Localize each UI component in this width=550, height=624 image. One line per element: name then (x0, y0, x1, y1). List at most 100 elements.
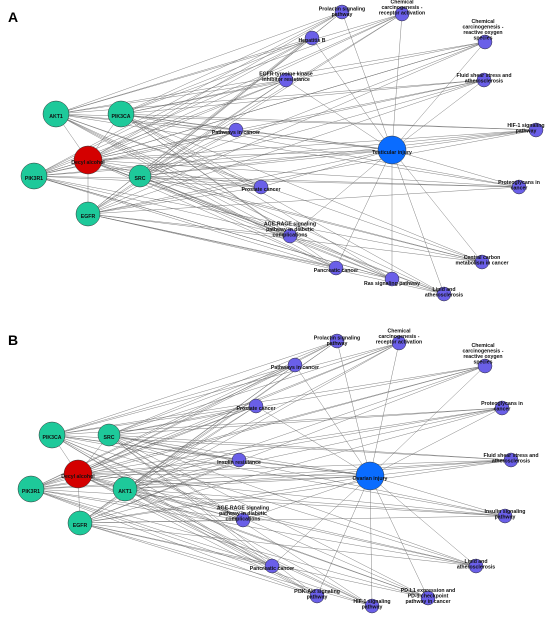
panel-a-pathway-node-pancreatic-cancer (328, 260, 344, 276)
panel-a-edge-1 (87, 13, 403, 161)
panel-a-edge-72 (139, 175, 520, 188)
panel-a-gene-node-src (128, 164, 152, 188)
panel-b-gene-label-pik3ca: PIK3CA (42, 435, 61, 441)
panel-b-edge-13 (77, 473, 429, 599)
panel-a-edge-7 (87, 129, 237, 161)
panel-a-edge-95 (87, 149, 393, 215)
panel-a-gene-label-pik3r1: PIK3R1 (25, 176, 43, 182)
panel-b-pathway-node-lipid-and-atherosclerosis (468, 558, 484, 574)
panel-b-edge-98 (294, 364, 371, 477)
panel-a-edge-83 (87, 41, 486, 215)
panel-a-gene-node-egfr (75, 201, 101, 227)
panel-b-edge-83 (79, 365, 486, 524)
panel-b-edge-90 (79, 522, 273, 567)
panel-a-edge-97 (391, 13, 403, 151)
panel-b-edge-92 (79, 522, 318, 597)
panel-b-edge-32 (108, 340, 338, 436)
panel-b-edge-39 (108, 434, 512, 461)
panel-a-edge-106 (391, 149, 483, 263)
panel-b-edge-9 (77, 473, 506, 517)
panel-a-edge-88 (87, 186, 520, 215)
panel-b-edge-85 (79, 407, 503, 524)
panel-b-edge-45 (108, 434, 429, 599)
panel-b-edge-110 (369, 475, 373, 607)
panel-a-edge-82 (87, 37, 313, 215)
panel-a-edge-76 (139, 175, 337, 269)
panel-b-edge-102 (238, 459, 371, 477)
panel-a-edge-102 (391, 129, 537, 151)
panel-b-pathway-node-pi3k-akt-signaling-pathway (309, 588, 325, 604)
panel-b-edge-100 (255, 405, 371, 477)
panel-a-pathway-node-chemical-carcinogenesis-receptor-activation (394, 6, 410, 22)
panel-b-edge-3 (77, 365, 486, 475)
panel-a-gene-node-pik3ca (107, 100, 135, 128)
panel-a-edge-107 (289, 149, 393, 237)
panel-a-gene-label-egfr: EGFR (81, 214, 96, 220)
panel-b-edge-5 (77, 407, 503, 475)
panel-b-gene-label-src: SRC (104, 435, 115, 441)
panel-b-edge-57 (30, 488, 506, 517)
panel-a-edge-51 (33, 41, 486, 177)
panel-a-edge-71 (139, 129, 237, 177)
panel-a-pathway-label-pathways-in-cancer: Pathways in cancer (212, 130, 260, 136)
panel-b-edge-72 (124, 488, 244, 521)
panel-b-edge-108 (316, 475, 371, 597)
panel-b-edge-38 (108, 434, 240, 461)
panel-b-edge-63 (30, 475, 371, 490)
panel-a-edge-74 (139, 175, 483, 263)
panel-b-edge-89 (79, 515, 506, 524)
panel-b-gene-label-pik3r1: PIK3R1 (22, 489, 40, 495)
panel-b-edge-107 (369, 475, 477, 567)
panel-b-edge-53 (30, 407, 503, 490)
panel-b-pathway-node-chemical-carcinogenesis-receptor-activation (391, 335, 407, 351)
panel-a-pathway-node-ras-signaling-pathway (384, 271, 400, 287)
panel-b-gene-node-pik3ca (38, 421, 66, 449)
panel-a-edge-68 (139, 79, 287, 177)
panel-a-edge-96 (341, 11, 393, 151)
panel-a-pathway-label-hepatitis-b: Hepatitis B (298, 38, 325, 44)
panel-b-edge-16 (51, 340, 338, 436)
panel-b-pathway-node-prostate-cancer (248, 398, 264, 414)
panel-a-edge-15 (87, 149, 393, 161)
panel-a-gene-node-pik3r1 (20, 162, 48, 190)
panel-a-edge-24 (55, 113, 520, 188)
panel-b-edge-10 (77, 473, 273, 567)
panel-a-edge-40 (120, 113, 520, 188)
panel-b-pathway-node-fluid-shear-stress-and-atherosclerosis (503, 452, 519, 468)
panel-b-edge-87 (79, 459, 512, 524)
panel-a-edge-109 (391, 149, 445, 295)
panel-a-edge-67 (139, 41, 486, 177)
panel-a-edge-27 (55, 113, 291, 237)
panel-b-edge-69 (124, 407, 503, 490)
panel-b-edge-96 (336, 340, 371, 477)
panel-a-compound-node (73, 145, 103, 175)
panel-a-letter: A (8, 9, 18, 25)
panel-b-edge-58 (30, 488, 273, 567)
panel-b-edge-104 (242, 475, 371, 521)
panel-b-edge-91 (79, 522, 477, 567)
panel-a-pathway-node-prostate-cancer (253, 179, 269, 195)
panel-b-edge-55 (30, 459, 512, 490)
panel-b-pathway-label-prostate-cancer: Prostate cancer (237, 406, 276, 412)
panel-b-edge-95 (79, 475, 371, 524)
panel-b-edge-86 (79, 459, 240, 524)
panel-a-pathway-node-fluid-shear-stress-and-atherosclerosis (476, 72, 492, 88)
panel-b-gene-node-pik3r1 (17, 475, 45, 503)
panel-a-edge-79 (139, 149, 393, 177)
panel-b-edge-34 (108, 364, 296, 436)
panel-b-edge-11 (77, 473, 477, 567)
panel-b-edge-105 (369, 475, 506, 517)
panel-a-edge-37 (120, 79, 485, 115)
panel-b-edge-24 (51, 434, 244, 521)
